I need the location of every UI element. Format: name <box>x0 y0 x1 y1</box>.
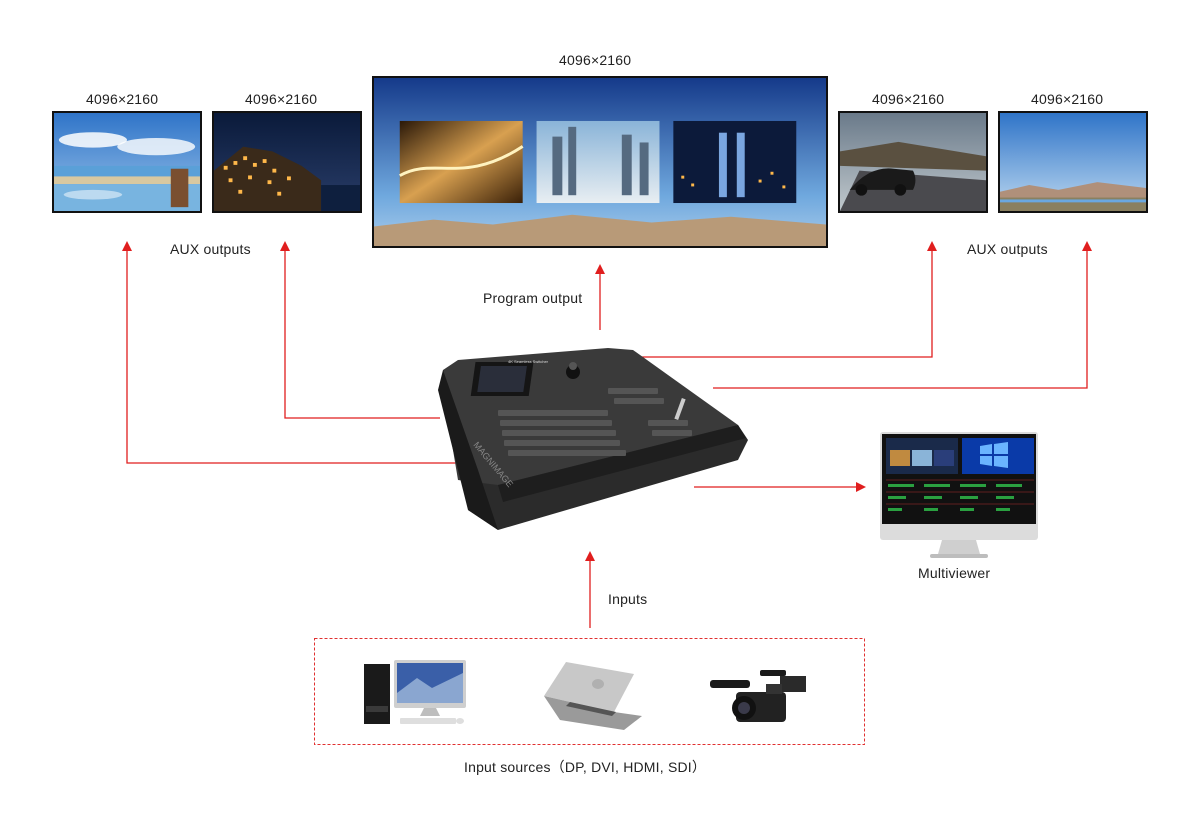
desktop-computer-icon <box>362 658 468 728</box>
multiviewer-label: Multiviewer <box>918 565 991 581</box>
aux1-arrow <box>122 241 474 464</box>
aux1-resolution: 4096×2160 <box>86 91 159 107</box>
multiviewer-monitor <box>880 432 1040 560</box>
aux4-arrow <box>713 241 1092 389</box>
switcher-panel-title: 4K Seamless Switcher <box>508 359 549 364</box>
aux2-screen <box>212 111 362 213</box>
input-sources-label: Input sources（DP, DVI, HDMI, SDI） <box>464 759 707 775</box>
aux2-arrow <box>280 241 440 419</box>
video-camera-icon <box>710 668 810 726</box>
aux2-resolution: 4096×2160 <box>245 91 318 107</box>
aux4-resolution: 4096×2160 <box>1031 91 1104 107</box>
aux1-screen <box>52 111 202 213</box>
aux3-resolution: 4096×2160 <box>872 91 945 107</box>
switcher-console: 4K Seamless Switcher MAGNIMAGE <box>438 330 750 530</box>
inputs-label: Inputs <box>608 591 648 607</box>
laptop-icon <box>540 660 646 732</box>
aux-outputs-right-label: AUX outputs <box>967 241 1048 257</box>
aux-outputs-left-label: AUX outputs <box>170 241 251 257</box>
program-output-label: Program output <box>483 290 583 306</box>
aux3-screen <box>838 111 988 213</box>
program-screen <box>372 76 828 248</box>
aux4-screen <box>998 111 1148 213</box>
program-resolution: 4096×2160 <box>559 52 632 68</box>
